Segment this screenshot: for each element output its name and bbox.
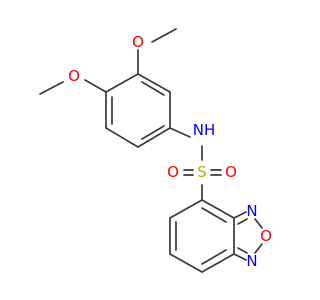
bond-ring1-a <box>105 73 139 93</box>
atom-o-ring: O <box>260 227 272 245</box>
molecule-diagram: O O NH S O O N O N <box>39 28 272 273</box>
bond-c-n-top <box>233 211 247 219</box>
atom-s: S <box>197 163 207 181</box>
bond-ring2-d <box>201 253 235 273</box>
bond-ring1-f <box>137 73 171 93</box>
atom-o-sulfonyl-right: O <box>225 163 237 181</box>
bond-ring1-double-3 <box>141 125 165 140</box>
atom-o-methoxy-top: O <box>132 33 144 51</box>
bond-ring2-double-2 <box>201 249 227 265</box>
bond-ring2-double-3 <box>201 207 227 223</box>
atom-o-sulfonyl-left: O <box>167 163 179 181</box>
atom-n-ring-bottom: N <box>246 252 257 270</box>
bond-ring-nh <box>169 127 191 138</box>
atom-nh: NH <box>193 121 216 139</box>
bond-ring2-f <box>201 199 235 219</box>
bond-ring1-c <box>105 127 139 148</box>
atom-n-ring-top: N <box>246 202 257 220</box>
bond-n-bottom-c <box>233 253 247 261</box>
bond-n-bottom-c-double <box>237 247 248 254</box>
bond-ring1-double-1 <box>141 81 165 96</box>
bond-n-top-o <box>254 218 263 229</box>
bond-ring1-d <box>137 127 171 148</box>
atom-o-methoxy-left: O <box>68 67 80 85</box>
bond-o-n-bottom <box>254 243 263 254</box>
bond-o-left-ring <box>84 79 107 93</box>
bond-c-n-top-double <box>237 218 248 225</box>
bond-ring2-c <box>169 253 203 273</box>
bond-ring2-a <box>169 199 203 219</box>
bond-methyl-top <box>151 28 177 43</box>
bond-methyl-left <box>39 81 64 95</box>
